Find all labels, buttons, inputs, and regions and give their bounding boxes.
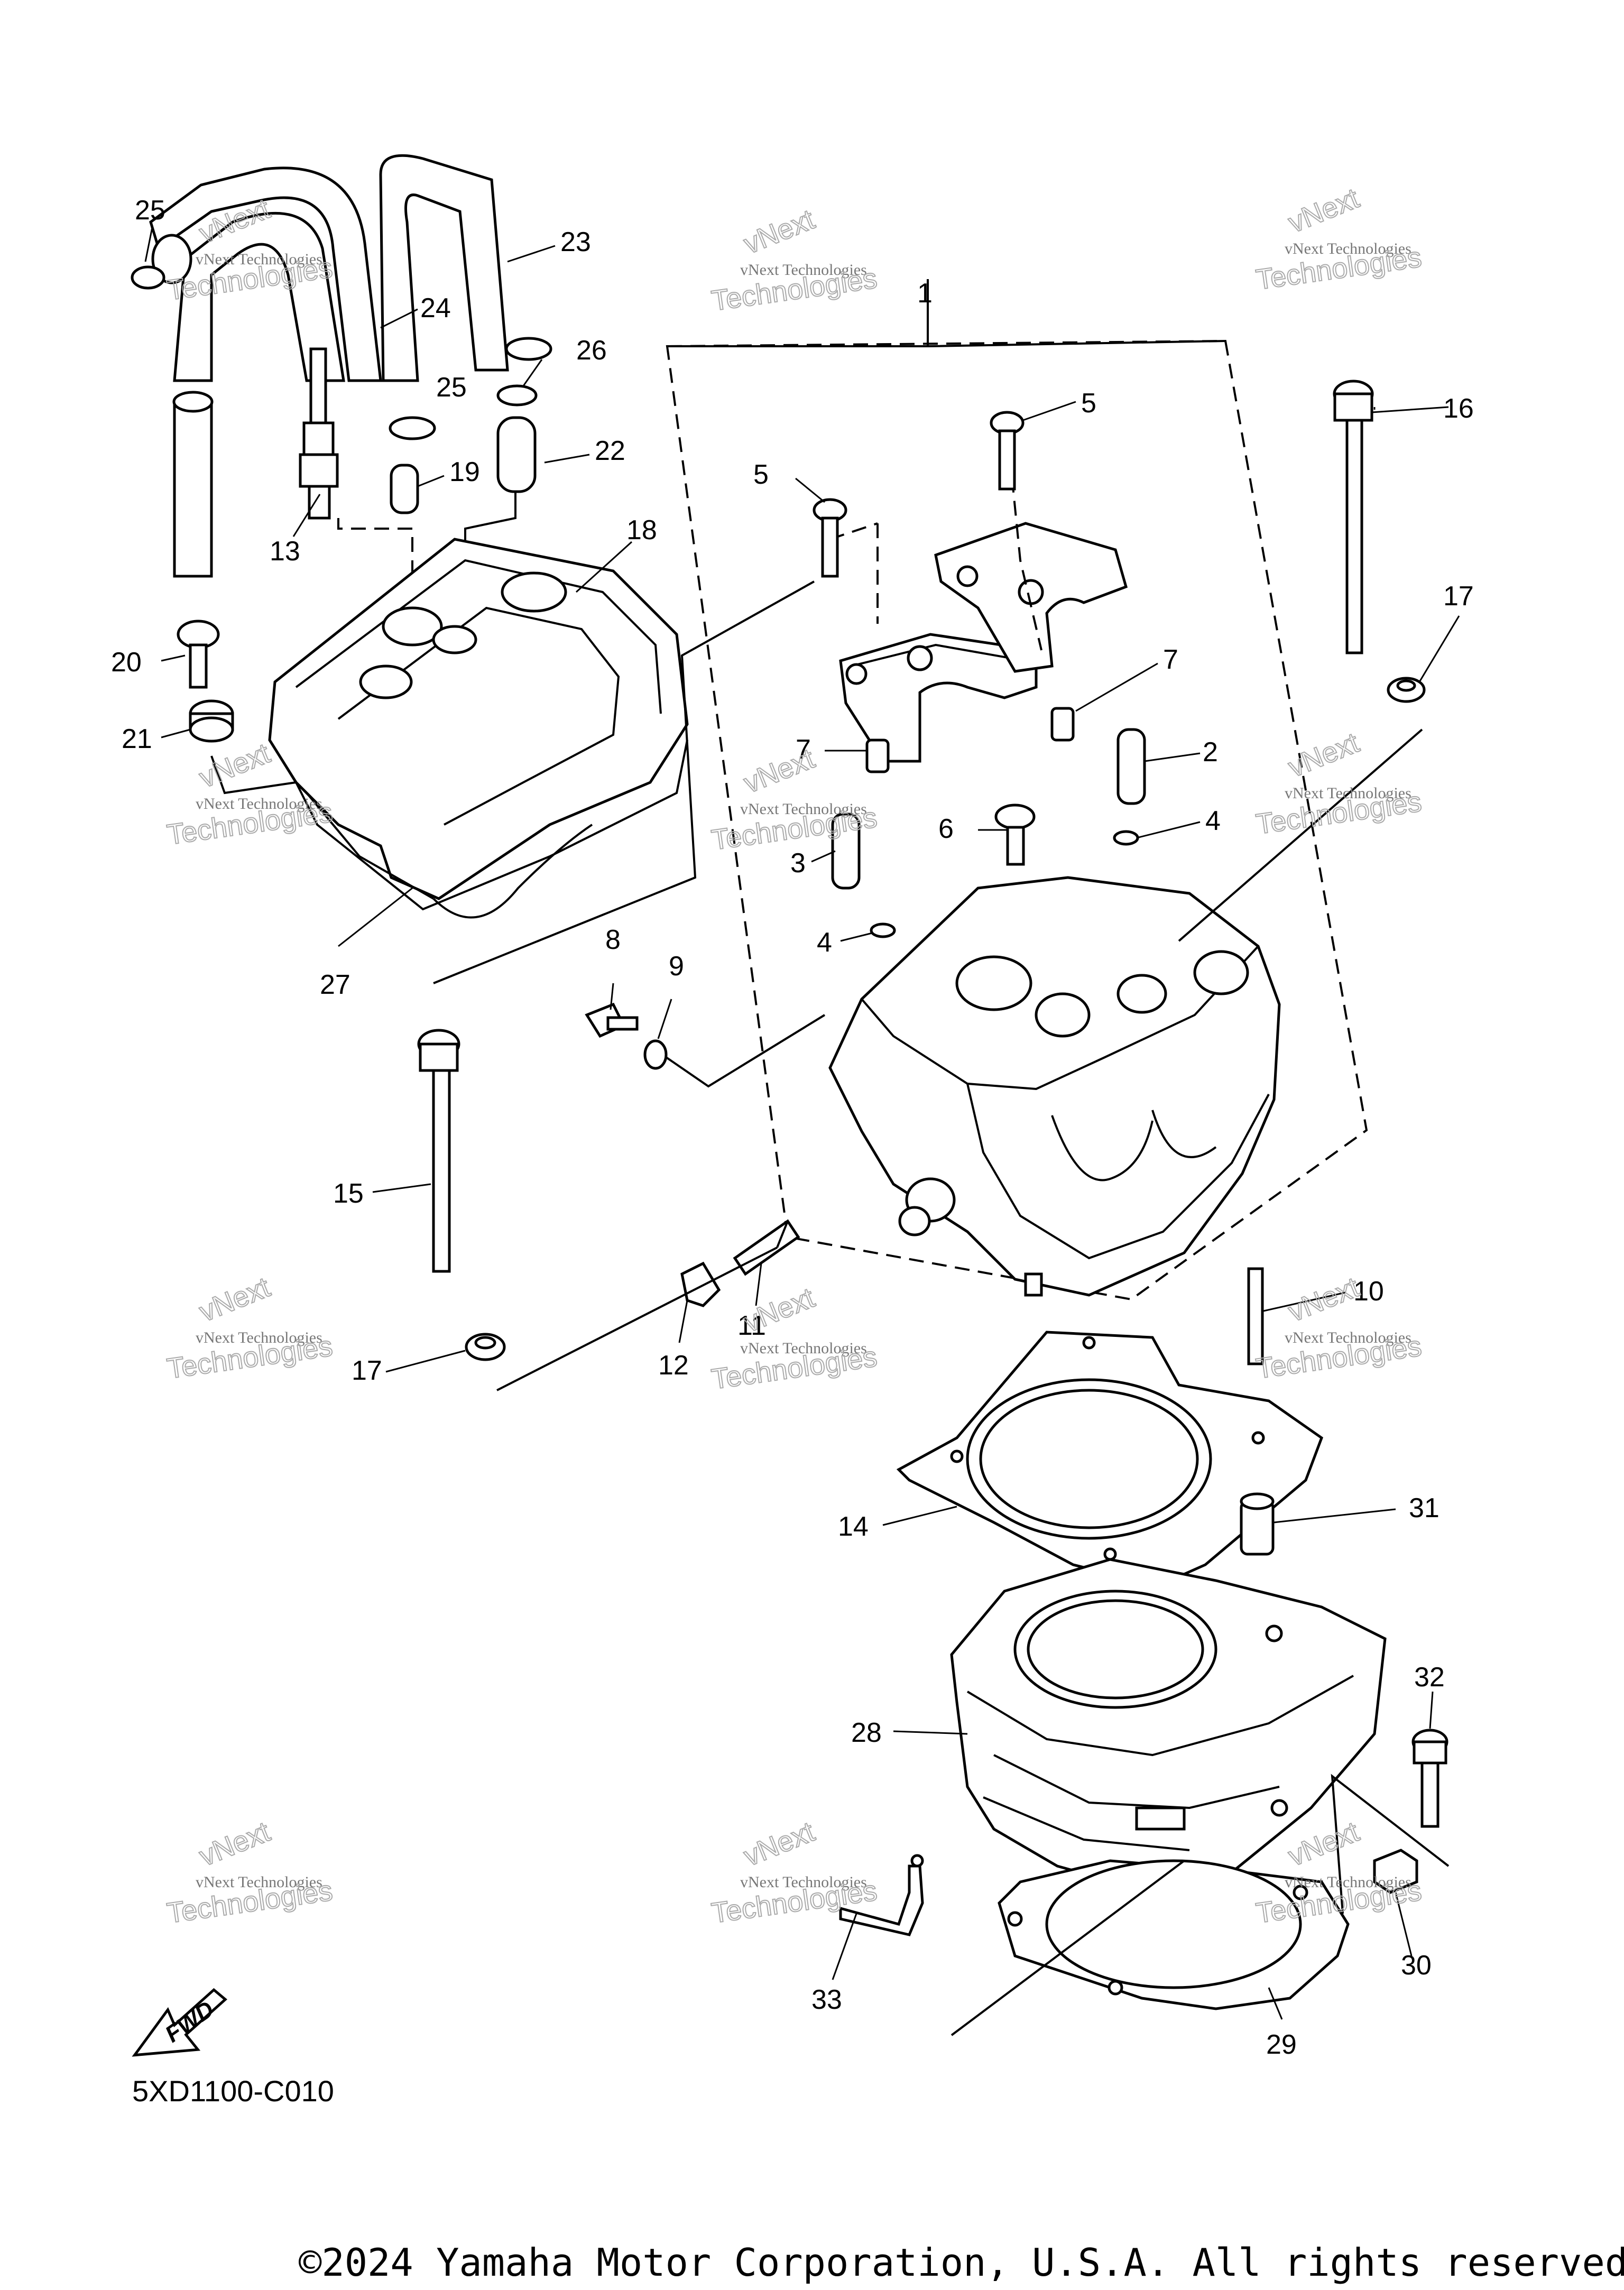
callout-28: 28 [851, 1717, 882, 1748]
callout-5b: 5 [753, 459, 769, 490]
callout-16: 16 [1443, 393, 1474, 424]
callout-9: 9 [669, 951, 684, 982]
callout-15: 15 [333, 1178, 364, 1209]
watermark-vnext: vNext [740, 1282, 819, 1338]
watermark-text: vNext Technologies [740, 1873, 867, 1891]
callout-leaders [144, 227, 1460, 2020]
callout-25a: 25 [135, 195, 165, 226]
spark-plug [299, 347, 413, 608]
callout-26: 26 [576, 335, 607, 366]
callout-23: 23 [560, 227, 591, 257]
callout-4b: 4 [817, 927, 832, 958]
callout-2: 2 [1203, 737, 1218, 768]
head-bolt-16 [1178, 380, 1426, 942]
watermark-text: vNext Technologies [196, 1873, 322, 1891]
dowel-pin-31 [1240, 1492, 1275, 1556]
callout-13: 13 [270, 536, 300, 567]
watermark-vnext: vNext [195, 737, 274, 794]
callout-21: 21 [122, 724, 152, 754]
cylinder-head-gasket [896, 1331, 1324, 1587]
callout-11: 11 [737, 1310, 766, 1341]
watermark-text: vNext Technologies [1285, 784, 1411, 802]
callout-17a: 17 [1443, 581, 1474, 612]
watermark-text: vNext Technologies [196, 1329, 322, 1346]
bolts-5 [813, 411, 1025, 578]
copyright-notice: ©2024 Yamaha Motor Corporation, U.S.A. A… [299, 2240, 1624, 2285]
camshaft-caps [829, 454, 1128, 763]
watermark-text: vNext Technologies [740, 261, 867, 279]
callout-33: 33 [811, 1984, 842, 2015]
callout-7b: 7 [796, 734, 811, 765]
cylinder [950, 1558, 1387, 1894]
callout-29: 29 [1266, 2029, 1297, 2060]
callout-8: 8 [605, 925, 621, 955]
callout-4a: 4 [1205, 806, 1221, 836]
callout-19: 19 [449, 457, 480, 487]
watermark-vnext: vNext [1284, 182, 1363, 239]
cylinder-gasket [998, 1859, 1350, 2010]
breather-hose [149, 154, 509, 578]
head-bolt-15 [417, 1029, 789, 1391]
watermark-text: vNext Technologies [740, 800, 867, 818]
callout-1: 1 [917, 278, 933, 309]
bolt-32-and-nut-30 [1331, 1729, 1450, 1914]
callout-27: 27 [320, 969, 350, 1000]
stud-bolt-10 [1247, 1267, 1264, 1365]
watermark-vnext: vNext [1284, 1271, 1363, 1328]
bolt-20-and-grommet-21 [177, 620, 234, 743]
cylinder-head-assembly-bracket [666, 279, 1368, 1301]
callout-24: 24 [420, 293, 451, 324]
watermark-text: vNext Technologies [1285, 1329, 1411, 1346]
callout-25b: 25 [436, 372, 467, 403]
cylinder-head [828, 876, 1281, 1297]
callout-12: 12 [658, 1350, 689, 1381]
watermark-text: vNext Technologies [740, 1340, 867, 1357]
callout-14: 14 [838, 1511, 869, 1542]
watermark-vnext: vNext [740, 204, 819, 260]
callout-32: 32 [1414, 1662, 1445, 1693]
callout-labels: 1 2 3 4 4 5 5 6 7 7 8 9 10 11 12 13 14 1… [111, 195, 1474, 2060]
bolt-8-and-washer-9 [585, 1002, 826, 1088]
watermark-text: vNext Technologies [196, 251, 322, 268]
dowels-and-lifters [831, 707, 1146, 938]
callout-18: 18 [626, 515, 657, 546]
callout-7a: 7 [1163, 644, 1178, 675]
watermark-vnext: vNext [740, 1816, 819, 1872]
cylinder-head-cover [268, 538, 689, 919]
watermark-text: vNext Technologies [1285, 240, 1411, 257]
diagram-code: 5XD1100-C010 [132, 2074, 334, 2108]
callout-20: 20 [111, 647, 142, 678]
callout-3: 3 [790, 848, 806, 879]
bracket-33 [839, 1854, 1185, 2036]
watermark-vnext: vNext [195, 1271, 274, 1328]
forward-arrow-icon: FWD [132, 1988, 227, 2057]
callout-6: 6 [938, 814, 954, 844]
callout-17b: 17 [352, 1355, 382, 1386]
callout-10: 10 [1353, 1276, 1384, 1307]
callout-5a: 5 [1081, 388, 1096, 419]
watermark-vnext: vNext [195, 1816, 274, 1872]
callout-31: 31 [1409, 1493, 1440, 1523]
callout-22: 22 [595, 436, 625, 466]
watermark-vnext: vNext [740, 743, 819, 799]
cover-small-parts [131, 265, 552, 571]
cover-gasket-leader [433, 580, 815, 984]
callout-30: 30 [1401, 1950, 1432, 1981]
bracket-21 [210, 755, 297, 795]
watermark-text: vNext Technologies [1285, 1873, 1411, 1891]
watermark-vnext: vNext [1284, 1816, 1363, 1872]
watermark-text: vNext Technologies [196, 795, 322, 812]
bolt-6 [994, 804, 1036, 866]
